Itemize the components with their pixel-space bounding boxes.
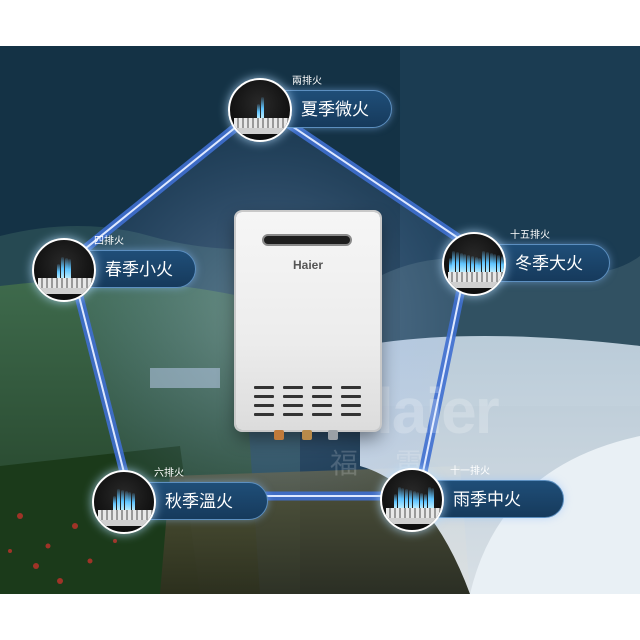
vent-bar [254,413,274,416]
flame-jet [448,258,452,272]
flame-jet [393,494,397,508]
vent-bar [254,404,274,407]
heater-pipes [256,430,356,444]
heater-vents [254,386,362,420]
flame-jet [57,264,61,278]
flame-level-label: 夏季微火 [301,100,369,120]
flame-jet [401,488,405,508]
water-heater-image: Haier [236,212,380,440]
flame-jet [500,256,504,272]
flame-jet [482,251,486,272]
flame-jet [124,491,128,510]
flame-jet [420,493,424,508]
flame-jet [474,257,478,272]
flame-jet [405,489,409,508]
flame-level-spring: 春季小火 四排火 [32,232,232,302]
flame-level-label: 秋季溫火 [165,492,233,512]
flame-jet [256,104,260,118]
flame-jet [485,252,489,272]
flame-level-label: 冬季大火 [515,254,583,274]
vent-bar [312,395,332,398]
flame-jet [423,494,427,508]
burner-flame-icon [380,468,444,532]
flame-row-tag: 十一排火 [450,466,490,477]
flame-level-autumn: 秋季溫火 六排火 [92,464,292,534]
flame-jet [60,257,64,278]
vent-bar [312,386,332,389]
flame-jet [478,258,482,272]
flame-jet [412,491,416,508]
vent-bar [254,395,274,398]
vent-bar [283,413,303,416]
flame-jet [397,487,401,508]
vent-bar [341,395,361,398]
vent-bar [283,395,303,398]
flame-jet [489,253,493,272]
vent-column [341,386,361,420]
flame-jet [132,493,136,510]
flame-jet [68,259,72,278]
flame-row-tag: 兩排火 [292,76,322,87]
flame-jet [128,492,132,510]
flame-level-label: 春季小火 [105,260,173,280]
vent-bar [341,413,361,416]
flame-jet [459,253,463,272]
flame-jet [493,254,497,272]
flame-jet [497,255,501,272]
vent-bar [341,386,361,389]
flame-row-tag: 十五排火 [510,230,550,241]
vent-bar [254,386,274,389]
flame-jet [470,256,474,272]
burner-flame-icon [32,238,96,302]
flame-jet [455,252,459,272]
vent-bar [283,386,303,389]
flame-jet [431,488,435,508]
flame-jet [117,489,121,510]
burner-flame-icon [442,232,506,296]
flame-jet [64,258,68,278]
flame-jet [427,487,431,508]
flame-jet [416,492,420,508]
flame-jet [408,490,412,508]
flame-jet [113,496,117,510]
flame-row-tag: 四排火 [94,236,124,247]
heater-display [262,234,352,246]
flame-level-label: 雨季中火 [453,490,521,510]
heater-logo: Haier [292,258,324,272]
vent-bar [312,404,332,407]
vent-column [283,386,303,420]
flame-jet [260,97,264,118]
flame-row-tag: 六排火 [154,468,184,479]
flame-jet [463,254,467,272]
burner-flame-icon [92,470,156,534]
vent-column [312,386,332,420]
vent-bar [283,404,303,407]
flame-jet [120,490,124,510]
flame-level-rainy: 雨季中火 十一排火 [380,462,580,532]
flame-jet [452,251,456,272]
brand-watermark: laier [376,375,500,447]
flame-level-winter: 冬季大火 十五排火 [442,226,640,296]
burner-flame-icon [228,78,292,142]
flame-jet [467,255,471,272]
vent-bar [341,404,361,407]
product-banner: laier 福 電 Haier 夏季微火 兩排火 春季小火 四排火 冬季大火 [0,46,640,594]
vent-column [254,386,274,420]
vent-bar [312,413,332,416]
flame-level-summer: 夏季微火 兩排火 [228,72,428,142]
